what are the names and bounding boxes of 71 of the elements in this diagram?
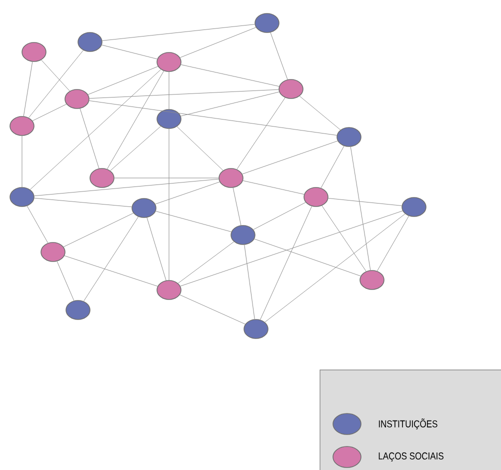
network-node [10, 187, 34, 207]
connector-line [253, 202, 306, 230]
connector-line [178, 241, 234, 284]
connector-line [28, 50, 84, 118]
connector-line [180, 64, 280, 87]
connector-line [155, 182, 220, 204]
connector-line [254, 238, 361, 276]
network-node [66, 300, 90, 320]
connector-line [63, 212, 134, 248]
connector-line [155, 210, 232, 232]
network-node [78, 32, 102, 52]
network-node [156, 52, 182, 72]
network-node [230, 225, 256, 245]
connector-line [64, 256, 158, 286]
connector-line [180, 210, 403, 286]
network-node [254, 13, 280, 33]
connector-line [41, 60, 70, 92]
connector-line [88, 100, 338, 136]
connector-line [236, 97, 286, 170]
connector-line [80, 108, 100, 169]
connector-line [34, 198, 132, 208]
connector-line [88, 66, 158, 95]
network-node [132, 198, 156, 218]
network-node [22, 42, 46, 62]
network-node [304, 187, 328, 207]
network-node [336, 127, 362, 147]
connector-line [102, 44, 158, 60]
connector-line [106, 70, 164, 170]
connector-line [32, 104, 67, 122]
connector-line [320, 146, 344, 188]
connector-line [180, 27, 256, 58]
connector-line [168, 128, 170, 280]
connector-line [232, 188, 242, 226]
connector-line [176, 126, 224, 171]
network-node [402, 197, 426, 217]
connector-line [30, 69, 162, 190]
connector-line [110, 126, 161, 171]
connector-line [260, 206, 312, 320]
connector-line [89, 89, 279, 99]
connector-line [242, 140, 338, 174]
network-node [64, 89, 90, 109]
network-node [244, 319, 268, 339]
connector-line [83, 216, 139, 302]
connector-line [299, 96, 341, 130]
connector-line [242, 180, 304, 195]
connector-line [270, 32, 288, 80]
connector-line [146, 217, 166, 281]
connector-line [322, 205, 366, 272]
connector-line [264, 214, 406, 322]
network-node [278, 79, 304, 99]
connector-line [102, 24, 255, 41]
network-node [360, 270, 384, 290]
network-node [218, 168, 244, 188]
network-node [156, 109, 182, 129]
connector-line [34, 178, 219, 196]
legend-label: LAÇOS SOCIAIS [378, 452, 444, 462]
network-node [90, 168, 114, 188]
connector-line [180, 92, 280, 116]
network-node [40, 242, 66, 262]
connector-line [56, 261, 74, 301]
connector-line [376, 216, 410, 272]
connector-line [350, 146, 371, 270]
connector-line [168, 72, 170, 110]
connector-line [26, 206, 48, 244]
connector-line [180, 294, 246, 324]
network-node [156, 280, 182, 300]
connector-line [23, 62, 33, 116]
connector-line [328, 198, 402, 206]
connector-line [244, 244, 255, 320]
legend-label: INSTITUIÇÕES [378, 418, 438, 430]
network-node [10, 116, 34, 136]
